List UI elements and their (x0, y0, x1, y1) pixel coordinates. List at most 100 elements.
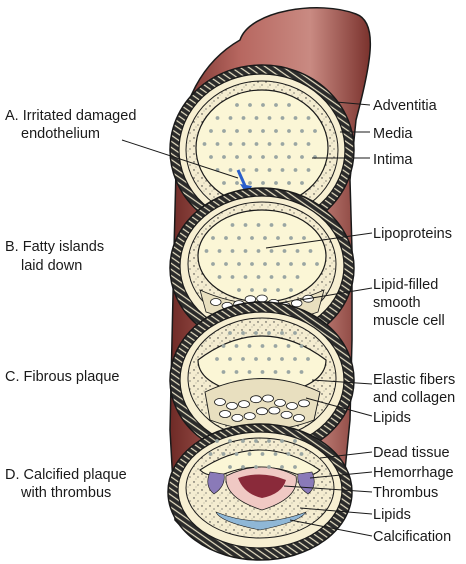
lipoprotein-particle (274, 129, 278, 133)
lipoprotein-particle (267, 168, 272, 172)
stage-d-label: D. Calcified plaque with thrombus (5, 467, 131, 501)
lipoprotein-particle (221, 452, 226, 456)
lipoprotein-particle (241, 465, 245, 469)
lipoprotein-particle (228, 142, 233, 146)
lipoprotein-particle (293, 116, 298, 120)
lipoprotein-particle (221, 370, 226, 374)
lipoprotein-particle (295, 249, 300, 253)
lipoprotein-particle (222, 129, 226, 133)
lipoprotein-particle (267, 465, 271, 469)
lipoprotein-particle (261, 155, 265, 159)
smooth-muscle-cell (286, 402, 298, 410)
lipoprotein-particle (293, 439, 297, 443)
smooth-muscle-cell (214, 398, 226, 406)
leader-lines (121, 101, 373, 537)
lipoprotein-particle (241, 331, 245, 335)
lipoprotein-particle (263, 262, 267, 266)
smooth-muscle-cell (280, 410, 293, 419)
lipoprotein-particle (228, 168, 233, 172)
lipoprotein-particle (274, 181, 278, 185)
structure-labels: Adventitia Media Intima Lipoproteins Lip… (373, 98, 455, 545)
lipoprotein-particle (237, 288, 241, 292)
lipoprotein-particle (306, 357, 310, 361)
lipoprotein-particle (250, 236, 254, 240)
lipoprotein-particle (293, 168, 298, 172)
lipoprotein-particle (250, 288, 254, 292)
lipoprotein-particle (230, 249, 235, 253)
lipoprotein-particle (287, 129, 291, 133)
lipoprotein-particle (248, 129, 252, 133)
smooth-muscle-cell (298, 399, 310, 408)
lipoprotein-particle (243, 223, 248, 227)
lipoprotein-particle (248, 181, 252, 185)
lipoprotein-particle (273, 370, 278, 374)
lipoprotein-particle (306, 168, 311, 172)
lipoprotein-particle (254, 168, 259, 172)
lipoprotein-particle (228, 465, 232, 469)
lipoprotein-particle (280, 439, 284, 443)
label-media: Media (373, 126, 413, 142)
lipoprotein-particle (241, 357, 245, 361)
lipoprotein-particle (276, 262, 280, 266)
lipoprotein-particle (211, 262, 215, 266)
smooth-muscle-cell (262, 394, 274, 403)
smooth-muscle-cell (291, 299, 303, 308)
lipoprotein-particle (235, 181, 239, 185)
lipoprotein-particle (274, 103, 278, 107)
lipoprotein-particle (237, 236, 241, 240)
smooth-muscle-cell (210, 298, 222, 306)
lipoprotein-particle (306, 142, 311, 146)
lipoprotein-particle (222, 155, 226, 159)
lipoprotein-particle (267, 357, 271, 361)
lipoprotein-particle (204, 249, 209, 253)
lipoprotein-particle (269, 249, 274, 253)
lipoprotein-particle (202, 142, 207, 146)
label-lipoproteins: Lipoproteins (373, 226, 452, 242)
lipoprotein-particle (274, 155, 278, 159)
lipoprotein-particle (282, 275, 287, 279)
lipoprotein-particle (261, 103, 265, 107)
label-dead-tissue: Dead tissue (373, 445, 450, 461)
lipoprotein-particle (287, 103, 291, 107)
lipoprotein-particle (254, 142, 259, 146)
lipoprotein-particle (300, 155, 304, 159)
lipoprotein-particle (293, 465, 297, 469)
lipoprotein-particle (282, 249, 287, 253)
lipoprotein-particle (256, 275, 261, 279)
stage-a-label: A. Irritated damaged endothelium (5, 108, 140, 142)
section-a-cross-section (169, 64, 355, 236)
smooth-muscle-cell (219, 410, 232, 418)
lipoprotein-particle (237, 262, 241, 266)
label-lipids-d: Lipids (373, 507, 411, 523)
lipoprotein-particle (315, 262, 319, 266)
lipoprotein-particle (254, 465, 258, 469)
lipoprotein-particle (276, 236, 280, 240)
lipoprotein-particle (234, 452, 239, 456)
lipoprotein-particle (267, 142, 272, 146)
section-c-cross-section (169, 301, 355, 459)
lipoprotein-particle (280, 116, 285, 120)
lipoprotein-particle (313, 129, 317, 133)
lipoprotein-particle (215, 116, 220, 120)
stage-b-label: B. Fatty islands laid down (5, 239, 108, 274)
lipoprotein-particle (224, 262, 228, 266)
lipoprotein-particle (295, 275, 300, 279)
label-intima: Intima (373, 152, 413, 168)
lipoprotein-particle (276, 288, 280, 292)
smooth-muscle-cell (243, 412, 256, 421)
lipoprotein-particle (247, 370, 252, 374)
label-adventitia: Adventitia (373, 98, 438, 114)
lipoprotein-particle (228, 439, 232, 443)
lipoprotein-particle (235, 155, 239, 159)
lipoprotein-particle (260, 344, 265, 348)
lipoprotein-particle (254, 357, 258, 361)
lipoprotein-particle (241, 439, 245, 443)
lipoprotein-particle (282, 223, 287, 227)
smooth-muscle-cell (256, 294, 268, 303)
lipoprotein-particle (261, 129, 265, 133)
lipoprotein-particle (289, 236, 293, 240)
lipoprotein-particle (280, 142, 285, 146)
lipoprotein-particle (299, 344, 304, 348)
lipoprotein-particle (273, 452, 278, 456)
label-thrombus: Thrombus (373, 485, 438, 501)
